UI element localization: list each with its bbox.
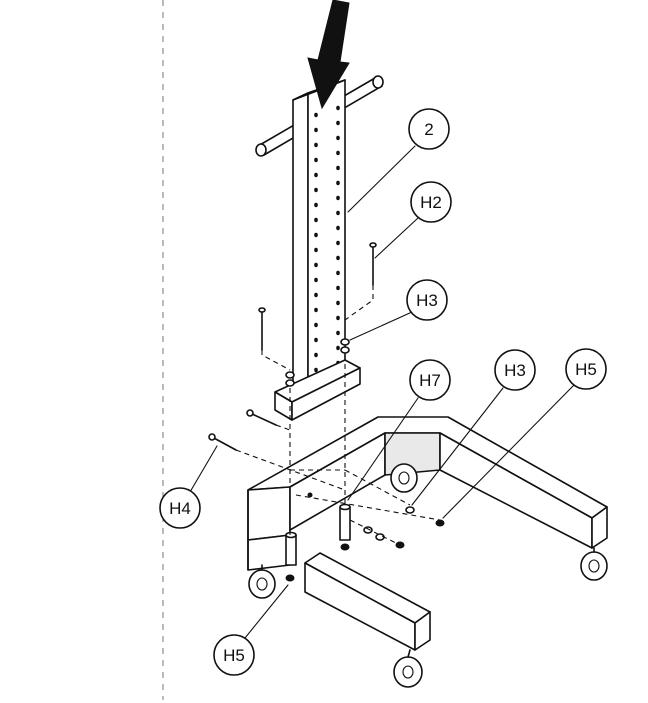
callout-h7-label: H7: [419, 371, 441, 390]
callout-h2-label: H2: [420, 193, 442, 212]
post-hole: [336, 150, 340, 156]
upright-post: [255, 75, 384, 421]
post-hole: [314, 247, 318, 253]
post-hole: [336, 315, 340, 321]
post-hole: [314, 352, 318, 358]
post-hole: [336, 270, 340, 276]
post-hole: [336, 165, 340, 171]
callout-2-label: 2: [424, 120, 433, 139]
post-hole: [314, 172, 318, 178]
post-hole: [314, 112, 318, 118]
callout-h3-lower-label: H3: [504, 361, 526, 380]
post-hole: [336, 285, 340, 291]
callout-h5-right-label: H5: [575, 360, 597, 379]
post-hole: [336, 255, 340, 261]
post-hole: [336, 135, 340, 141]
callout-h7: H7: [347, 359, 451, 501]
down-arrow-icon: [307, 0, 350, 110]
callout-h3-lower: H3: [411, 349, 536, 506]
callout-h5-bottom-label: H5: [223, 646, 245, 665]
post-hole: [336, 300, 340, 306]
base-frame: [247, 416, 608, 571]
callout-h4-label: H4: [169, 499, 191, 518]
post-hole: [314, 337, 318, 343]
post-hole: [314, 322, 318, 328]
front-leg: [304, 552, 431, 651]
callout-h5-right: H5: [442, 348, 607, 519]
callout-h3-upper: H3: [349, 279, 448, 341]
post-hole: [336, 330, 340, 336]
post-hole: [314, 202, 318, 208]
callout-h2: H2: [374, 181, 452, 259]
post-hole: [314, 232, 318, 238]
caster-wheels: [248, 463, 608, 688]
assembly-guides: [235, 285, 441, 546]
post-hole: [336, 120, 340, 126]
post-hole: [336, 240, 340, 246]
post-hole: [314, 277, 318, 283]
post-hole: [314, 157, 318, 163]
post-hole: [336, 210, 340, 216]
hardware-bolts: [208, 242, 445, 582]
post-hole: [314, 307, 318, 313]
callout-h4: H4: [159, 445, 218, 529]
callout-h5-bottom: H5: [213, 584, 289, 676]
post-holes: [314, 105, 340, 373]
post-hole: [314, 262, 318, 268]
post-hole: [336, 345, 340, 351]
post-hole: [314, 292, 318, 298]
post-hole: [314, 142, 318, 148]
post-hole: [336, 105, 340, 111]
post-hole: [314, 187, 318, 193]
post-hole: [336, 180, 340, 186]
post-hole: [336, 225, 340, 231]
post-hole: [336, 195, 340, 201]
post-hole: [314, 127, 318, 133]
post-hole: [314, 217, 318, 223]
post-hole: [314, 367, 318, 373]
callout-h3-upper-label: H3: [416, 291, 438, 310]
callout-part-2: 2: [347, 108, 450, 213]
